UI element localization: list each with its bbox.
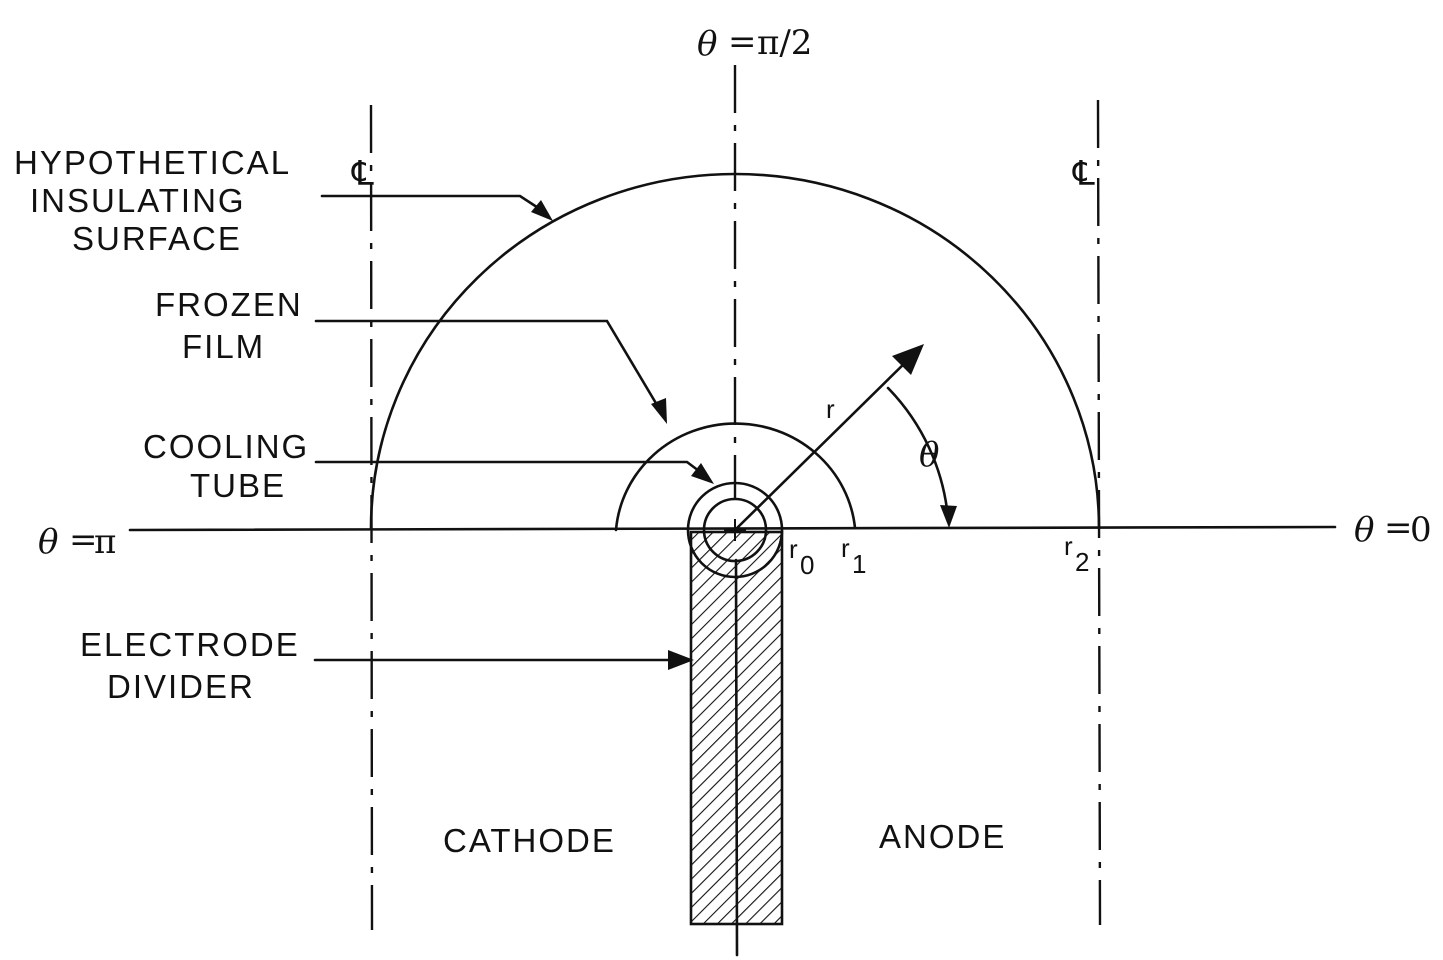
horizontal-axis	[128, 525, 1337, 532]
leader-cooling-tube-arrowhead	[691, 463, 714, 484]
electrode-divider	[689, 530, 784, 926]
theta-zero-symbol: θ	[1354, 510, 1374, 550]
label-film: FILM	[182, 328, 265, 365]
theta-zero-value: 0	[1410, 510, 1432, 550]
label-surface: SURFACE	[72, 220, 242, 257]
theta-arrowhead	[940, 505, 957, 528]
radius-r-label: r	[826, 394, 835, 424]
theta-half-pi-value: π/2	[757, 23, 812, 63]
label-anode: ANODE	[879, 818, 1006, 855]
theta-pi-value: π	[94, 522, 116, 562]
label-cooling: COOLING	[143, 428, 309, 465]
label-insulating: INSULATING	[30, 182, 246, 219]
label-frozen: FROZEN	[155, 286, 303, 323]
right-centerline-symbol: ℄	[1072, 154, 1095, 194]
leader-frozen-film	[314, 319, 662, 412]
theta-half-pi-eq: =	[728, 22, 757, 62]
hypothetical-insulating-surface-arc	[369, 172, 1101, 530]
theta-arc	[886, 386, 950, 520]
frozen-film-arc	[614, 422, 857, 532]
r0-base: r	[789, 534, 798, 564]
label-tube: TUBE	[190, 467, 286, 504]
leader-electrode-divider-arrowhead	[668, 650, 694, 670]
theta-pi-symbol: θ	[38, 522, 58, 562]
label-divider: DIVIDER	[107, 668, 255, 705]
theta-zero-eq: =	[1384, 508, 1413, 548]
radius-arrowhead	[892, 344, 924, 375]
r1-sub: 1	[852, 549, 866, 579]
r2-sub: 2	[1075, 547, 1089, 577]
cooling-tube-outer	[686, 481, 784, 579]
theta-half-pi-symbol: θ	[697, 24, 717, 64]
label-hypothetical: HYPOTHETICAL	[14, 144, 291, 181]
theta-pi-eq: =	[69, 520, 98, 560]
leader-frozen-film-arrowhead	[651, 398, 667, 424]
left-centerline-symbol: ℄	[351, 154, 374, 194]
label-cathode: CATHODE	[443, 822, 616, 859]
leader-insulating-surface-arrowhead	[531, 200, 553, 221]
cooling-tube-inner	[702, 497, 768, 563]
label-electrode: ELECTRODE	[80, 626, 300, 663]
r0-sub: 0	[800, 550, 814, 580]
leader-insulating-surface	[320, 194, 548, 215]
radius-vector	[733, 354, 914, 532]
r1-base: r	[841, 533, 850, 563]
theta-angle-label: θ	[919, 435, 939, 475]
r2-base: r	[1064, 531, 1073, 561]
